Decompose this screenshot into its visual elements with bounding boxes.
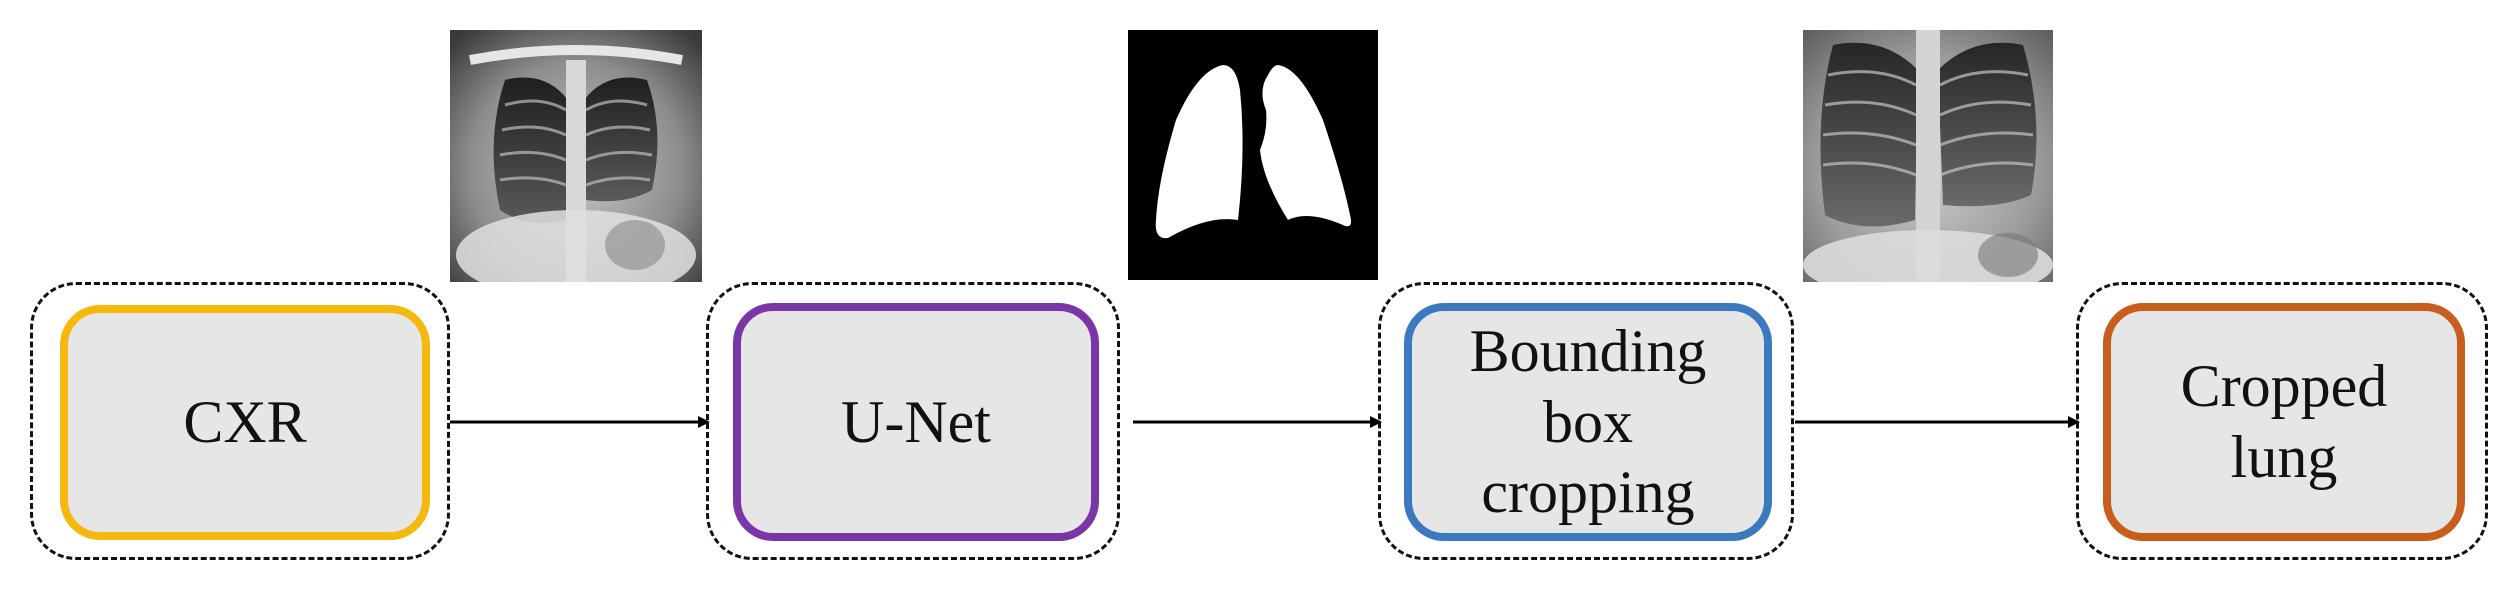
- chest-xray-icon: [450, 30, 702, 282]
- cropping-node-outline: [1378, 282, 1794, 560]
- cropped-lung-node: Cropped lung: [2103, 303, 2465, 541]
- cropped-chest-xray-icon: [1803, 30, 2053, 282]
- lung-mask-thumbnail: [1128, 30, 1378, 280]
- unet-node-outline: [706, 282, 1120, 560]
- cxr-node: CXR: [60, 305, 430, 540]
- unet-node: U-Net: [733, 303, 1099, 541]
- cropping-node: Bounding box cropping: [1404, 303, 1772, 541]
- cropped-lung-node-label: Cropped lung: [2180, 353, 2388, 490]
- cxr-node-outline: [30, 282, 450, 560]
- lung-mask-icon: [1128, 30, 1378, 280]
- unet-node-label: U-Net: [841, 388, 991, 455]
- cropping-node-label: Bounding box cropping: [1469, 317, 1707, 526]
- chest-xray-thumbnail: [450, 30, 702, 282]
- cropped-chest-xray-thumbnail: [1803, 30, 2053, 282]
- cxr-node-label: CXR: [183, 389, 307, 456]
- cropped-lung-node-outline: [2076, 282, 2488, 560]
